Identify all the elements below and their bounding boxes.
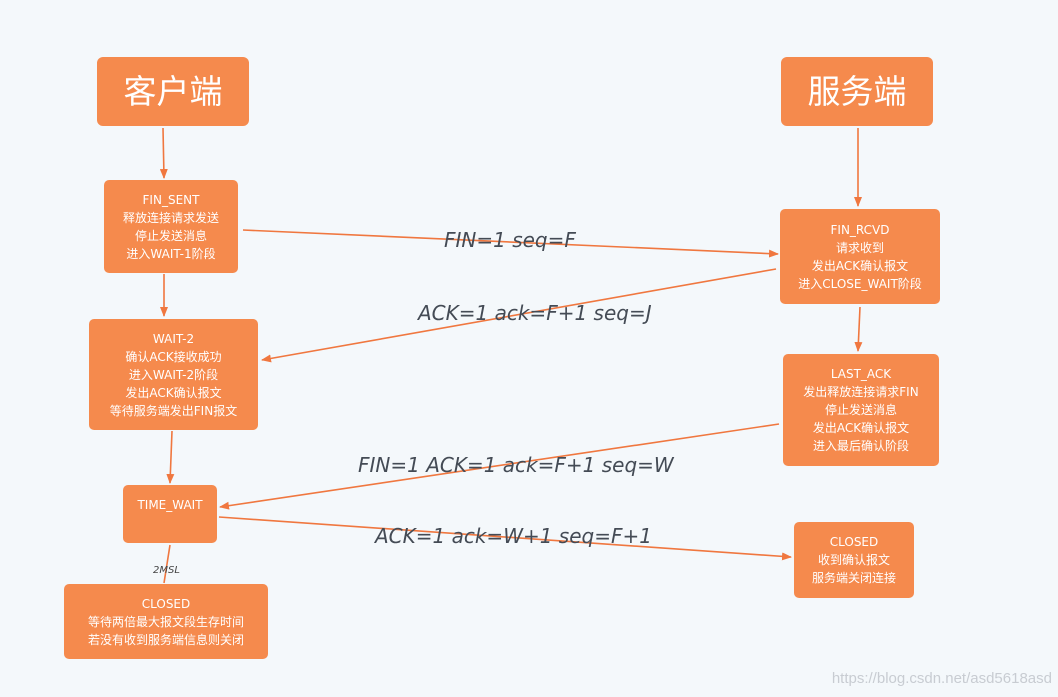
wait2-line-1: WAIT-2 [152, 331, 195, 346]
edge-wait2-to-timewait [166, 430, 175, 484]
edge-client-to-finsent [159, 127, 168, 179]
client-closed-line-1: CLOSED [141, 596, 191, 611]
fin-sent-line-1: FIN_SENT [142, 192, 200, 207]
fin-sent-line-4: 进入WAIT-1阶段 [126, 246, 216, 261]
server-title: 服务端 [781, 57, 933, 126]
fin-sent-line-3: 停止发送消息 [134, 228, 207, 243]
client-title-text: 客户端 [123, 71, 223, 111]
wait2-line-3: 进入WAIT-2阶段 [128, 367, 219, 382]
last-ack-line-2: 发出释放连接请求FIN [803, 385, 919, 399]
last-ack-line-3: 停止发送消息 [824, 403, 897, 417]
last-ack-line-5: 进入最后确认阶段 [812, 439, 909, 453]
last-ack-line-1: LAST_ACK [830, 367, 892, 381]
last-ack-line-4: 发出ACK确认报文 [812, 421, 910, 435]
time-wait-line-1: TIME_WAIT [137, 498, 203, 512]
client-closed-line-2: 等待两倍最大报文段生存时间 [87, 614, 244, 629]
client-title: 客户端 [97, 57, 249, 126]
fin-sent-line-2: 释放连接请求发送 [122, 210, 219, 225]
msg-ack2-label: ACK=1 ack=W+1 seq=F+1 [375, 524, 652, 548]
fin-rcvd-line-3: 发出ACK确认报文 [811, 258, 909, 273]
client-closed-line-3: 若没有收到服务端信息则关闭 [87, 632, 244, 647]
msg-fin-ack-label: FIN=1 ACK=1 ack=F+1 seq=W [358, 453, 674, 477]
fin-rcvd-line-1: FIN_RCVD [830, 222, 890, 237]
server-closed-line-2: 收到确认报文 [817, 553, 890, 567]
server-closed-node: CLOSED 收到确认报文 服务端关闭连接 [794, 522, 914, 598]
fin-rcvd-line-4: 进入CLOSE_WAIT阶段 [798, 276, 922, 291]
server-last-ack-node: LAST_ACK 发出释放连接请求FIN 停止发送消息 发出ACK确认报文 进入… [783, 354, 939, 466]
wait2-line-4: 发出ACK确认报文 [125, 385, 222, 400]
server-title-text: 服务端 [807, 71, 907, 111]
client-fin-sent-node: FIN_SENT 释放连接请求发送 停止发送消息 进入WAIT-1阶段 [104, 180, 238, 273]
delay-label: 2MSL [153, 565, 180, 576]
fin-rcvd-line-2: 请求收到 [835, 240, 884, 255]
client-closed-node: CLOSED 等待两倍最大报文段生存时间 若没有收到服务端信息则关闭 [64, 584, 268, 659]
client-wait2-node: WAIT-2 确认ACK接收成功 进入WAIT-2阶段 发出ACK确认报文 等待… [89, 319, 258, 430]
edge-msg-fin [242, 229, 779, 258]
edge-msg-ack1 [261, 268, 777, 363]
server-closed-line-1: CLOSED [829, 535, 879, 549]
wait2-line-5: 等待服务端发出FIN报文 [109, 403, 238, 418]
wait2-line-2: 确认ACK接收成功 [125, 349, 222, 364]
msg-fin-label: FIN=1 seq=F [444, 228, 576, 252]
edge-msg-ack2 [218, 516, 792, 561]
edge-msg-finack [219, 423, 780, 510]
client-time-wait-node: TIME_WAIT [123, 485, 217, 543]
server-fin-rcvd-node: FIN_RCVD 请求收到 发出ACK确认报文 进入CLOSE_WAIT阶段 [780, 209, 940, 304]
msg-ack1-label: ACK=1 ack=F+1 seq=J [418, 301, 652, 325]
server-closed-line-3: 服务端关闭连接 [811, 571, 896, 585]
watermark: https://blog.csdn.net/asd5618asd [831, 670, 1052, 687]
edge-finrcvd-to-lastack [854, 306, 863, 352]
edge-timewait-to-closed [163, 544, 171, 584]
